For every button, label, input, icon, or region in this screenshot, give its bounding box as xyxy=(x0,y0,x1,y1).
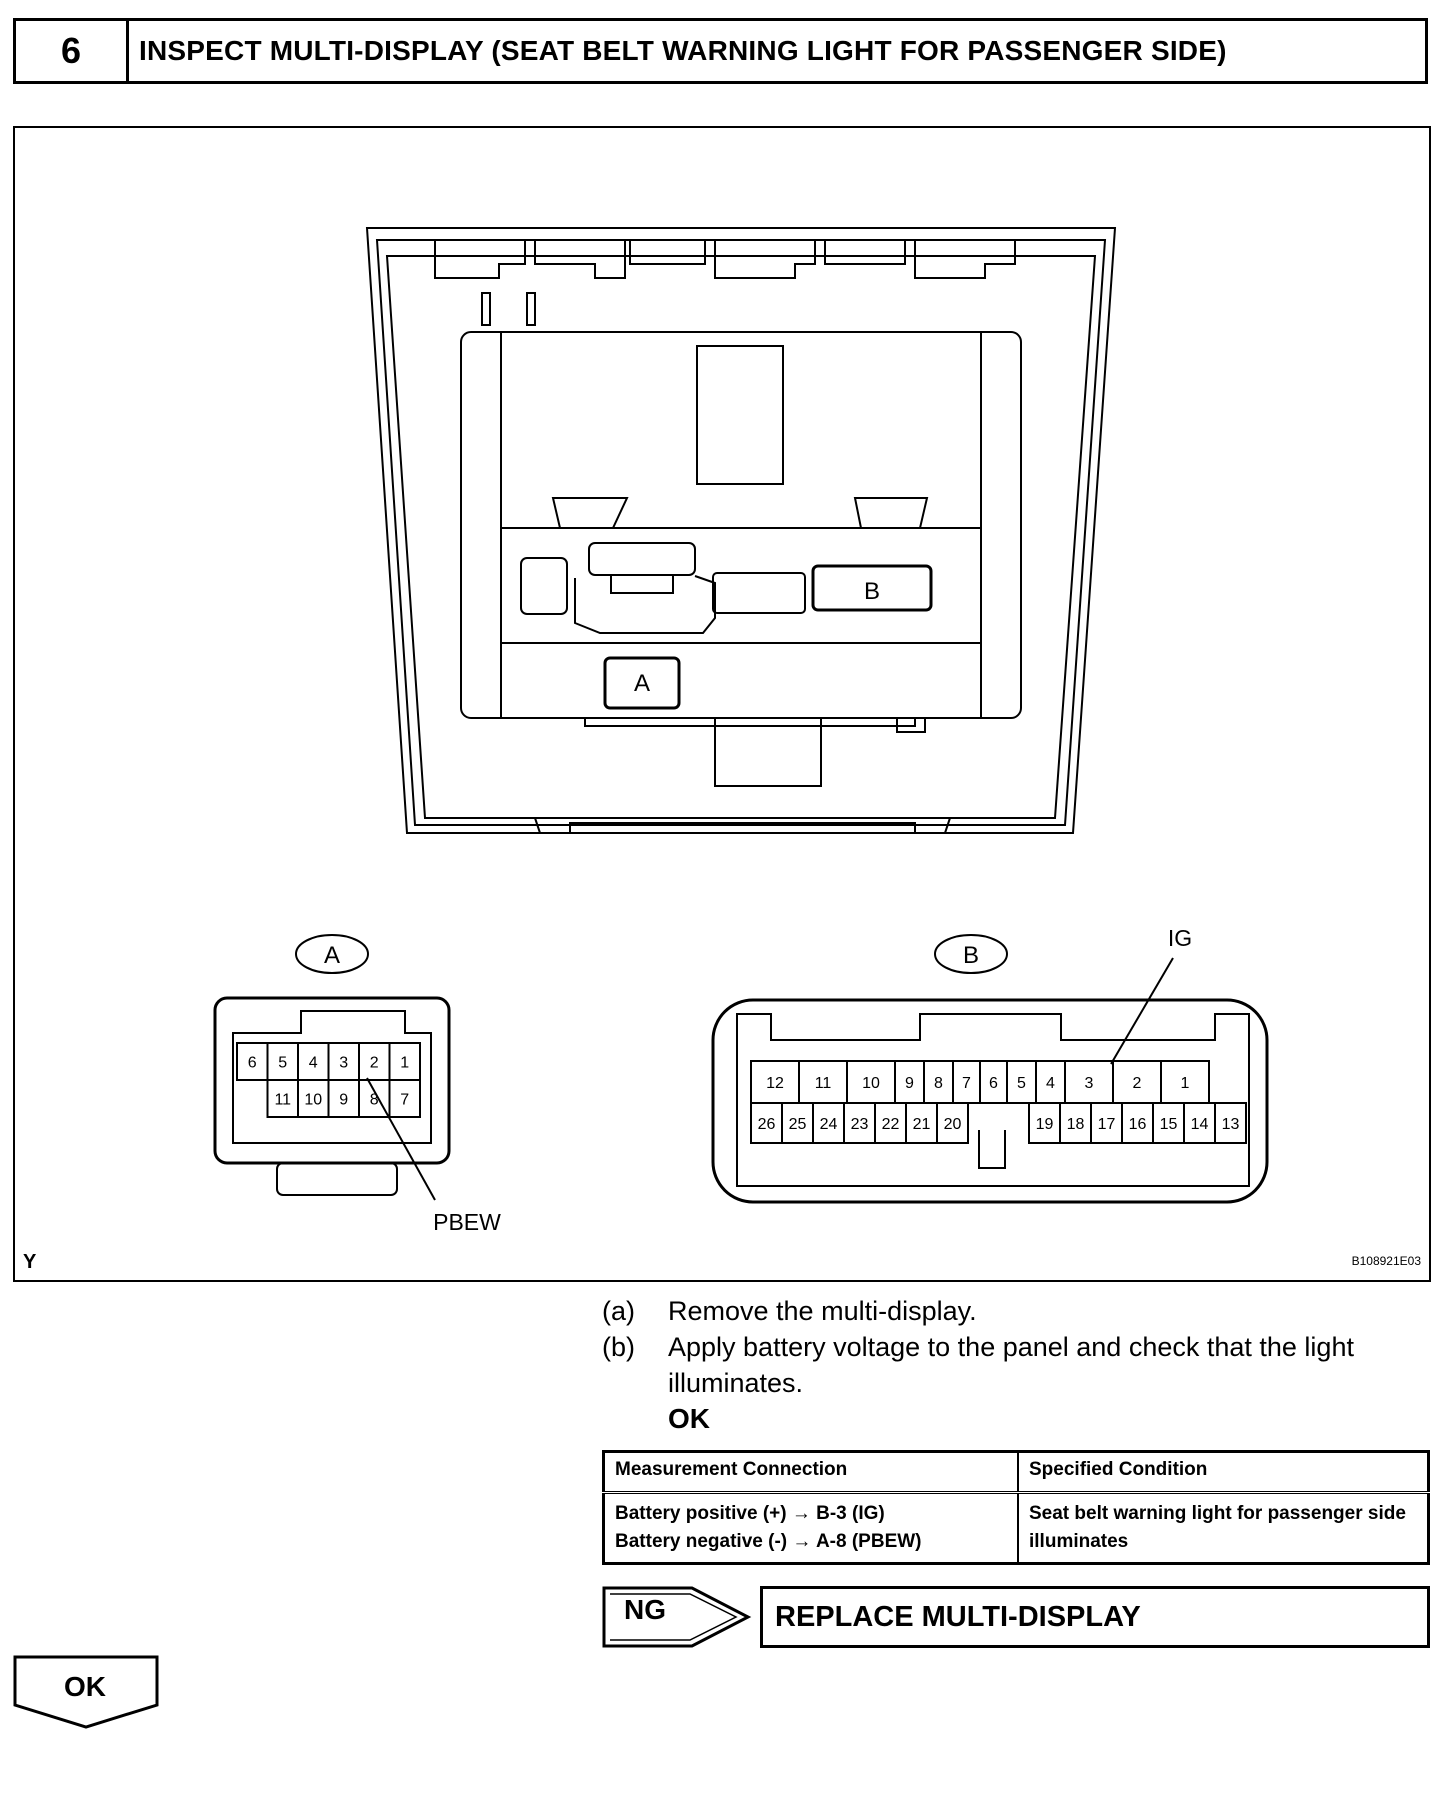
connector-b-pin-number: 17 xyxy=(1098,1116,1116,1133)
connector-a-pin-number: 4 xyxy=(309,1055,318,1072)
connector-b-pin-number: 8 xyxy=(934,1075,943,1092)
connector-b-pin-cell xyxy=(936,1102,969,1144)
connector-b-pin-number: 16 xyxy=(1129,1116,1147,1133)
step-title: INSPECT MULTI-DISPLAY (SEAT BELT WARNING… xyxy=(139,35,1227,66)
connector-a-pin-number: 11 xyxy=(274,1092,291,1109)
ng-label: NG xyxy=(624,1594,666,1625)
connector-b-pin-number: 19 xyxy=(1036,1116,1054,1133)
measurement-connection-cell: Battery positive (+) → B-3 (IG) Battery … xyxy=(602,1491,1019,1565)
specified-condition-cell: Seat belt warning light for passenger si… xyxy=(1017,1491,1430,1565)
connector-b-pin-number: 2 xyxy=(1133,1075,1142,1092)
connector-a-pin-number: 7 xyxy=(400,1092,409,1109)
connector-a-pin-number: 2 xyxy=(370,1055,379,1072)
connector-b-pin-number: 22 xyxy=(882,1116,900,1133)
connection-line: Battery negative (-) → A-8 (PBEW) xyxy=(615,1531,922,1552)
connector-b-pin-number: 21 xyxy=(913,1116,931,1133)
connector-a-pin-number: 9 xyxy=(339,1092,348,1109)
ok-result-arrow: OK xyxy=(13,1655,159,1734)
connector-b-pin-number: 20 xyxy=(944,1116,962,1133)
instruction-label: (a) xyxy=(602,1296,635,1326)
connector-b-pin-number: 5 xyxy=(1017,1075,1026,1092)
connector-b-pin-number: 6 xyxy=(989,1075,998,1092)
connector-b-pin-number: 11 xyxy=(815,1075,832,1092)
connector-a-pin-label: PBEW xyxy=(433,1209,501,1235)
connector-a-pin-number: 5 xyxy=(278,1055,287,1072)
connector-b-title: B xyxy=(963,942,979,969)
instruction-item: (b) Apply battery voltage to the panel a… xyxy=(602,1329,1422,1401)
ng-result-arrow: NG xyxy=(602,1586,752,1653)
connector-b-pin-number: 3 xyxy=(1085,1075,1094,1092)
connector-a-title: A xyxy=(324,942,340,969)
instruction-text: Apply battery voltage to the panel and c… xyxy=(668,1332,1354,1398)
ok-label: OK xyxy=(64,1671,106,1702)
connector-b-pin-number: 13 xyxy=(1222,1116,1240,1133)
connector-b-pin-number: 26 xyxy=(758,1116,776,1133)
connector-b-pin-number: 12 xyxy=(766,1075,784,1092)
connector-b-pin-number: 23 xyxy=(851,1116,869,1133)
connector-b-pin-number: 15 xyxy=(1160,1116,1178,1133)
instruction-item: (a) Remove the multi-display. xyxy=(602,1293,1422,1329)
connector-b-pin-number: 14 xyxy=(1191,1116,1209,1133)
callout-a-label: A xyxy=(634,670,650,697)
callout-b-label: B xyxy=(864,578,880,605)
table-row: Battery positive (+) → B-3 (IG) Battery … xyxy=(602,1491,1430,1565)
connector-b-pin-number: 18 xyxy=(1067,1116,1085,1133)
connection-line: Battery positive (+) → B-3 (IG) xyxy=(615,1503,885,1524)
instruction-label: (b) xyxy=(602,1332,635,1362)
ok-arrow-shape xyxy=(13,1655,159,1729)
connector-a-pin-cell xyxy=(388,1079,421,1118)
figure-reference-code: B108921E03 xyxy=(1351,1254,1421,1268)
header-specified-condition: Specified Condition xyxy=(1017,1450,1430,1494)
spec-table: Measurement Connection Specified Conditi… xyxy=(602,1450,1430,1565)
figure-corner-label: Y xyxy=(23,1251,37,1273)
connector-a-pin-number: 10 xyxy=(304,1092,322,1109)
connector-a-pin-number: 1 xyxy=(400,1055,409,1072)
connector-b-pin-number: 24 xyxy=(820,1116,838,1133)
instruction-text: Remove the multi-display. xyxy=(668,1296,977,1326)
step-header: 6 INSPECT MULTI-DISPLAY (SEAT BELT WARNI… xyxy=(13,18,1428,84)
connector-a-pin-number: 3 xyxy=(339,1055,348,1072)
connector-a-pin-number: 8 xyxy=(370,1092,379,1109)
connector-b-pin-cell xyxy=(1214,1102,1247,1144)
connector-a-pin-number: 6 xyxy=(248,1055,257,1072)
header-measurement-connection: Measurement Connection xyxy=(602,1450,1019,1494)
connector-b-pin-number: 1 xyxy=(1181,1075,1190,1092)
instruction-list: (a) Remove the multi-display. (b) Apply … xyxy=(602,1293,1422,1437)
connector-b-pin-number: 9 xyxy=(905,1075,914,1092)
ng-arrow-shape xyxy=(602,1586,752,1648)
connector-b-pin-number: 7 xyxy=(962,1075,971,1092)
connector-b-pin-label: IG xyxy=(1168,925,1192,951)
spec-table-header: Measurement Connection Specified Conditi… xyxy=(602,1450,1430,1494)
ok-note: OK xyxy=(668,1403,710,1434)
step-number: 6 xyxy=(16,21,129,81)
connector-b-pin-number: 25 xyxy=(789,1116,807,1133)
ng-action-box: REPLACE MULTI-DISPLAY xyxy=(760,1586,1430,1648)
connector-b-pin-number: 10 xyxy=(862,1075,880,1092)
connector-b-pin-number: 4 xyxy=(1046,1075,1055,1092)
panel-body xyxy=(365,227,1117,834)
